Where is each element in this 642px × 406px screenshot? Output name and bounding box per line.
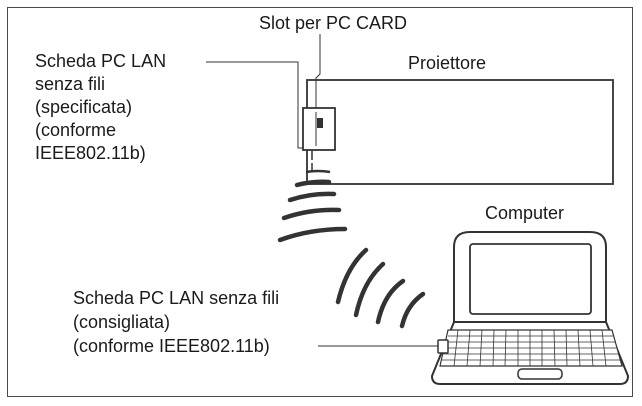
- computer-card-label-line2: (consigliata): [73, 312, 171, 332]
- wireless-waves-computer-icon: [335, 247, 426, 329]
- projector-label: Proiettore: [408, 53, 487, 73]
- projector-card-label-line4: (conforme: [35, 120, 117, 140]
- projector-box-icon: [306, 79, 614, 185]
- projector-pc-card-icon: [302, 107, 336, 174]
- projector-card-label-line3: (specificata): [35, 97, 133, 117]
- projector-card-leader-line: [206, 61, 303, 149]
- computer-card-label-line1: Scheda PC LAN senza fili: [73, 288, 280, 308]
- wireless-waves-icon: [277, 179, 348, 243]
- projector-card-label-line2: senza fili: [35, 74, 106, 94]
- projector-card-label-line1: Scheda PC LAN: [35, 51, 167, 71]
- projector-card-label-line5: IEEE802.11b): [35, 143, 146, 163]
- computer-card-label-line3: (conforme IEEE802.11b): [73, 336, 270, 356]
- slot-leader-line: [315, 34, 321, 108]
- computer-label: Computer: [485, 203, 565, 223]
- laptop-icon: [430, 231, 630, 385]
- slot-label: Slot per PC CARD: [259, 13, 408, 33]
